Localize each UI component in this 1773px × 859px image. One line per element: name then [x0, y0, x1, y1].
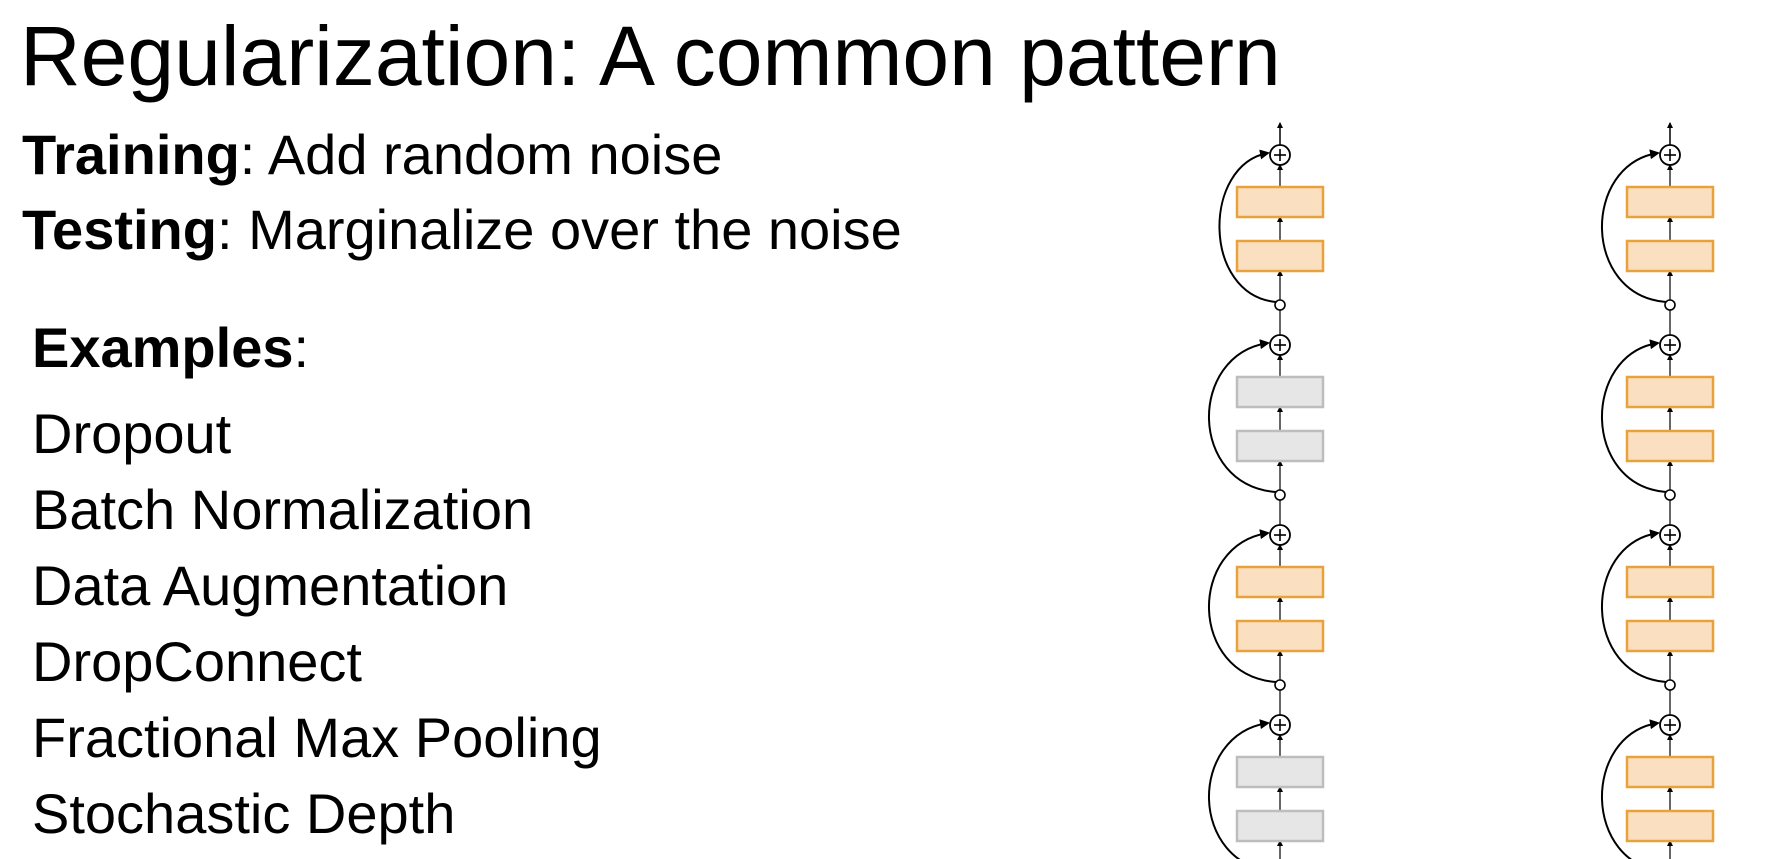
residual-layer-icon	[1625, 809, 1715, 843]
sum-node-icon	[1269, 334, 1291, 356]
sum-node-icon	[1269, 144, 1291, 166]
skip-arrow-icon	[1208, 529, 1277, 683]
residual-unit	[1601, 310, 1715, 501]
residual-layer-icon	[1235, 755, 1325, 789]
sum-node-icon	[1269, 714, 1291, 736]
testing-text: : Marginalize over the noise	[216, 198, 902, 261]
residual-layer-icon	[1625, 565, 1715, 599]
residual-layer-icon	[1235, 809, 1325, 843]
diagram-column-1	[1208, 122, 1325, 859]
stochastic-depth-diagram	[1208, 122, 1715, 859]
residual-unit	[1208, 500, 1325, 691]
example-dropconnect: DropConnect	[32, 630, 362, 693]
residual-layer-icon	[1625, 429, 1715, 463]
example-fractional-max-pooling: Fractional Max Pooling	[32, 706, 602, 769]
skip-arrow-icon	[1601, 149, 1667, 303]
residual-layer-icon	[1235, 185, 1325, 219]
residual-unit	[1601, 690, 1715, 859]
example-batch-normalization: Batch Normalization	[32, 478, 534, 541]
sum-node-icon	[1269, 524, 1291, 546]
sum-node-icon	[1659, 334, 1681, 356]
residual-layer-icon	[1235, 619, 1325, 653]
sum-node-icon	[1659, 714, 1681, 736]
residual-unit	[1601, 500, 1715, 691]
training-label: Training	[22, 123, 240, 186]
example-dropout: Dropout	[32, 402, 232, 465]
residual-layer-icon	[1235, 429, 1325, 463]
skip-arrow-icon	[1208, 339, 1277, 493]
diagram-column-2	[1601, 122, 1715, 859]
residual-layer-icon	[1235, 239, 1325, 273]
sum-node-icon	[1659, 144, 1681, 166]
examples-colon: :	[293, 316, 310, 379]
residual-unit	[1601, 144, 1715, 311]
examples-heading: Examples:	[32, 320, 309, 376]
residual-layer-icon	[1235, 565, 1325, 599]
skip-arrow-icon	[1601, 529, 1667, 683]
skip-arrow-icon	[1208, 719, 1270, 859]
residual-layer-icon	[1625, 375, 1715, 409]
split-node-icon	[1664, 489, 1676, 501]
training-line: Training: Add random noise	[22, 127, 722, 183]
split-node-icon	[1274, 299, 1286, 311]
examples-list: Dropout Batch Normalization Data Augment…	[32, 396, 602, 852]
training-text: : Add random noise	[239, 123, 723, 186]
residual-layer-icon	[1625, 755, 1715, 789]
examples-label: Examples	[32, 316, 294, 379]
residual-layer-icon	[1625, 239, 1715, 273]
testing-line: Testing: Marginalize over the noise	[22, 202, 902, 258]
skip-arrow-icon	[1218, 149, 1277, 303]
split-node-icon	[1664, 299, 1676, 311]
split-node-icon	[1664, 679, 1676, 691]
residual-layer-icon	[1625, 619, 1715, 653]
residual-layer-icon	[1625, 185, 1715, 219]
example-stochastic-depth: Stochastic Depth	[32, 782, 456, 845]
split-node-icon	[1274, 679, 1286, 691]
sum-node-icon	[1659, 524, 1681, 546]
slide-title: Regularization: A common pattern	[20, 9, 1281, 103]
skip-arrow-icon	[1601, 339, 1667, 493]
residual-layer-icon	[1235, 375, 1325, 409]
example-data-augmentation: Data Augmentation	[32, 554, 509, 617]
testing-label: Testing	[22, 198, 217, 261]
skip-arrow-icon	[1601, 719, 1660, 859]
residual-unit	[1208, 690, 1325, 859]
residual-unit	[1218, 144, 1325, 311]
split-node-icon	[1274, 489, 1286, 501]
residual-unit	[1208, 310, 1325, 501]
